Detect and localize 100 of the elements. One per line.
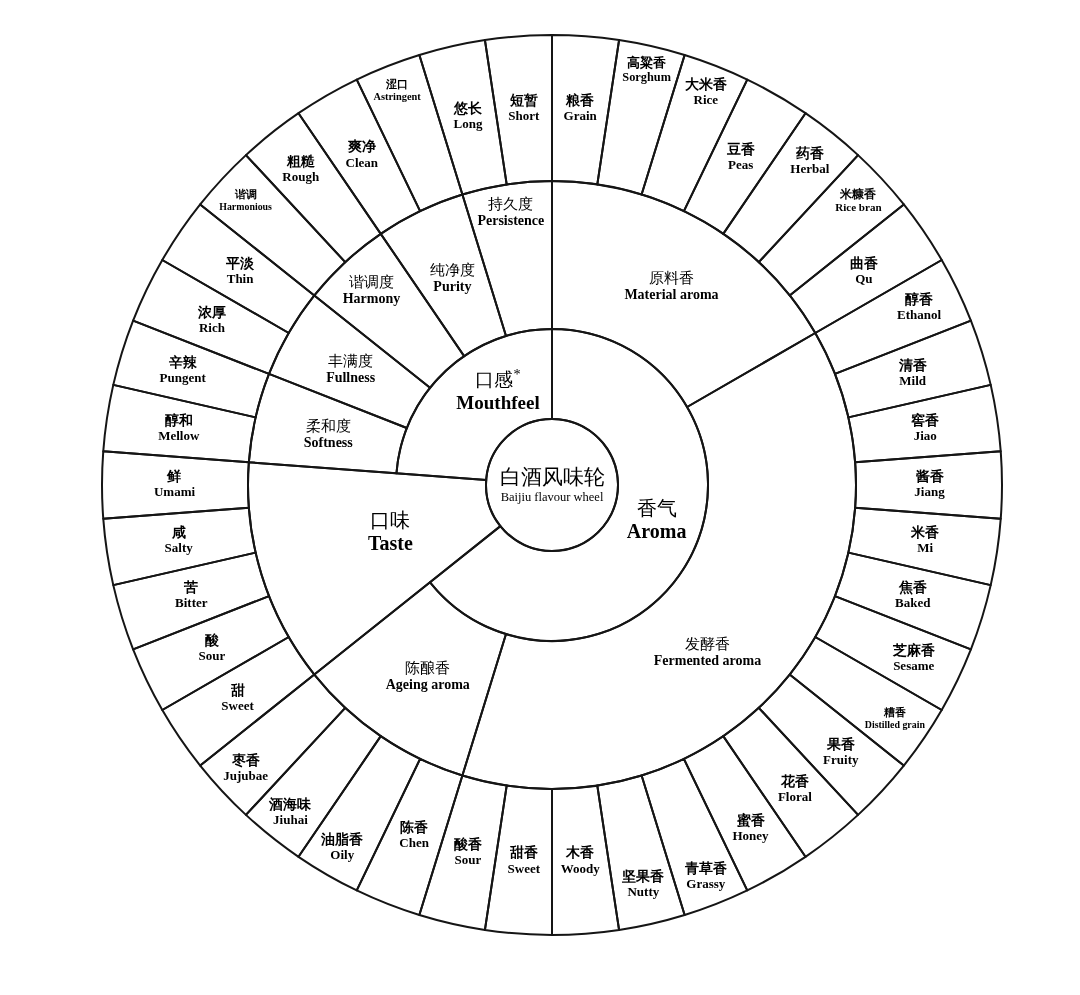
chinese-label: 原料香 xyxy=(649,269,694,288)
chinese-label: 酒海味 xyxy=(269,797,312,814)
english-label: Mi xyxy=(917,541,934,557)
chinese-label: 高粱香 xyxy=(627,55,667,71)
chinese-label: 丰满度 xyxy=(328,351,374,370)
english-label: Jiao xyxy=(913,429,937,445)
chinese-label: 甜 xyxy=(230,683,245,700)
english-label: Mild xyxy=(899,374,927,390)
english-label: Herbal xyxy=(790,162,830,178)
english-label: Ethanol xyxy=(897,308,942,324)
chinese-label: 咸 xyxy=(171,525,186,542)
english-label: Jujubae xyxy=(223,769,268,785)
english-label: Sour xyxy=(454,853,482,869)
descriptor-segment xyxy=(853,449,1004,521)
english-label: Bitter xyxy=(175,596,208,612)
english-label: Honey xyxy=(732,829,769,845)
english-label: Purity xyxy=(433,279,472,296)
chinese-label: 木香 xyxy=(566,845,595,862)
english-label: Woody xyxy=(560,862,600,877)
chinese-label: 醇香 xyxy=(905,292,934,309)
chinese-label: 粮香 xyxy=(566,93,595,110)
chinese-label: 坚果香 xyxy=(622,869,665,886)
english-label: Clean xyxy=(345,156,378,171)
chinese-label: 醇和 xyxy=(164,413,193,430)
english-label: Sweet xyxy=(221,699,254,715)
english-label: Sweet xyxy=(507,862,541,877)
chinese-label: 枣香 xyxy=(231,753,260,770)
chinese-label: 豆香 xyxy=(726,142,755,159)
english-label: Sour xyxy=(198,649,226,665)
english-label: Peas xyxy=(728,158,754,174)
descriptor-segment xyxy=(787,634,944,768)
chinese-label: 大米香 xyxy=(684,77,727,94)
english-label: Salty xyxy=(164,541,193,557)
english-label: Distilled grain xyxy=(864,719,925,731)
english-label: Softness xyxy=(303,434,353,451)
english-label: Fullness xyxy=(326,369,376,386)
descriptor-segment xyxy=(160,202,317,335)
chinese-label: 鲜 xyxy=(167,469,182,486)
chinese-label: 焦香 xyxy=(898,580,927,597)
chinese-label: 芝麻香 xyxy=(892,643,935,660)
descriptor-segment xyxy=(131,594,291,713)
english-label: Chen xyxy=(399,836,429,852)
chinese-label: 浓厚 xyxy=(197,305,226,322)
english-label: Pungent xyxy=(159,371,206,387)
english-label: Fermented aroma xyxy=(653,652,762,669)
chinese-label: 发酵香 xyxy=(685,634,730,653)
chinese-label: 清香 xyxy=(898,358,927,375)
chinese-label: 柔和度 xyxy=(305,416,351,435)
english-label: Harmonious xyxy=(219,201,272,213)
chinese-label: 涩口 xyxy=(386,77,409,91)
chinese-label: 口味 xyxy=(370,507,411,532)
chinese-label: 平淡 xyxy=(226,256,255,273)
chinese-label: 花香 xyxy=(780,774,809,791)
wheel-title: 白酒风味轮 xyxy=(499,464,605,491)
chinese-label: 谐调度 xyxy=(348,273,394,292)
chinese-label: 蜜香 xyxy=(736,813,765,830)
english-label: Mouthfeel xyxy=(456,391,540,414)
chinese-label: 香气 xyxy=(636,495,677,520)
english-label: Long xyxy=(453,117,483,133)
english-label: Nutty xyxy=(627,885,660,901)
chinese-label: 口感$^{*}$ xyxy=(475,369,521,392)
english-label: Grassy xyxy=(686,877,726,893)
descriptor-segment xyxy=(482,33,554,187)
hub-circle xyxy=(484,417,620,553)
chinese-label: 辛辣 xyxy=(168,355,197,372)
english-label: Ageing aroma xyxy=(385,677,470,694)
chinese-label: 苦 xyxy=(184,580,199,597)
descriptor-segment xyxy=(595,38,687,197)
chinese-label: 陈香 xyxy=(400,820,429,837)
chinese-label: 酸香 xyxy=(454,837,482,854)
chinese-label: 甜香 xyxy=(509,845,538,862)
english-label: Short xyxy=(508,109,540,125)
english-label: Thin xyxy=(226,272,254,288)
english-label: Floral xyxy=(777,790,812,806)
descriptor-segment xyxy=(100,449,251,521)
english-label: Fruity xyxy=(823,753,859,769)
english-label: Aroma xyxy=(626,519,687,543)
english-label: Rough xyxy=(282,170,320,186)
english-label: Taste xyxy=(368,531,413,555)
chinese-label: 米香 xyxy=(911,525,940,542)
english-label: Oily xyxy=(330,848,355,864)
english-label: Sorghum xyxy=(622,70,671,85)
chinese-label: 悠长 xyxy=(454,101,482,118)
chinese-label: 爽净 xyxy=(347,139,376,157)
english-label: Persistence xyxy=(477,213,545,230)
english-label: Astringent xyxy=(373,90,421,103)
english-label: Umami xyxy=(153,485,196,501)
descriptor-segment xyxy=(160,635,317,768)
chinese-label: 药香 xyxy=(795,146,824,163)
english-label: Material aroma xyxy=(624,287,719,304)
chinese-label: 酸 xyxy=(204,633,219,650)
chinese-label: 持久度 xyxy=(488,195,534,214)
descriptor-segment xyxy=(550,783,622,937)
chinese-label: 油脂香 xyxy=(321,832,364,849)
wheel-subtitle: Baijiu flavour wheel xyxy=(500,490,604,506)
english-label: Baked xyxy=(895,596,931,612)
descriptor-segment xyxy=(813,257,973,376)
english-label: Sesame xyxy=(893,659,935,675)
chinese-label: 果香 xyxy=(826,737,855,754)
english-label: Jiang xyxy=(914,485,945,501)
